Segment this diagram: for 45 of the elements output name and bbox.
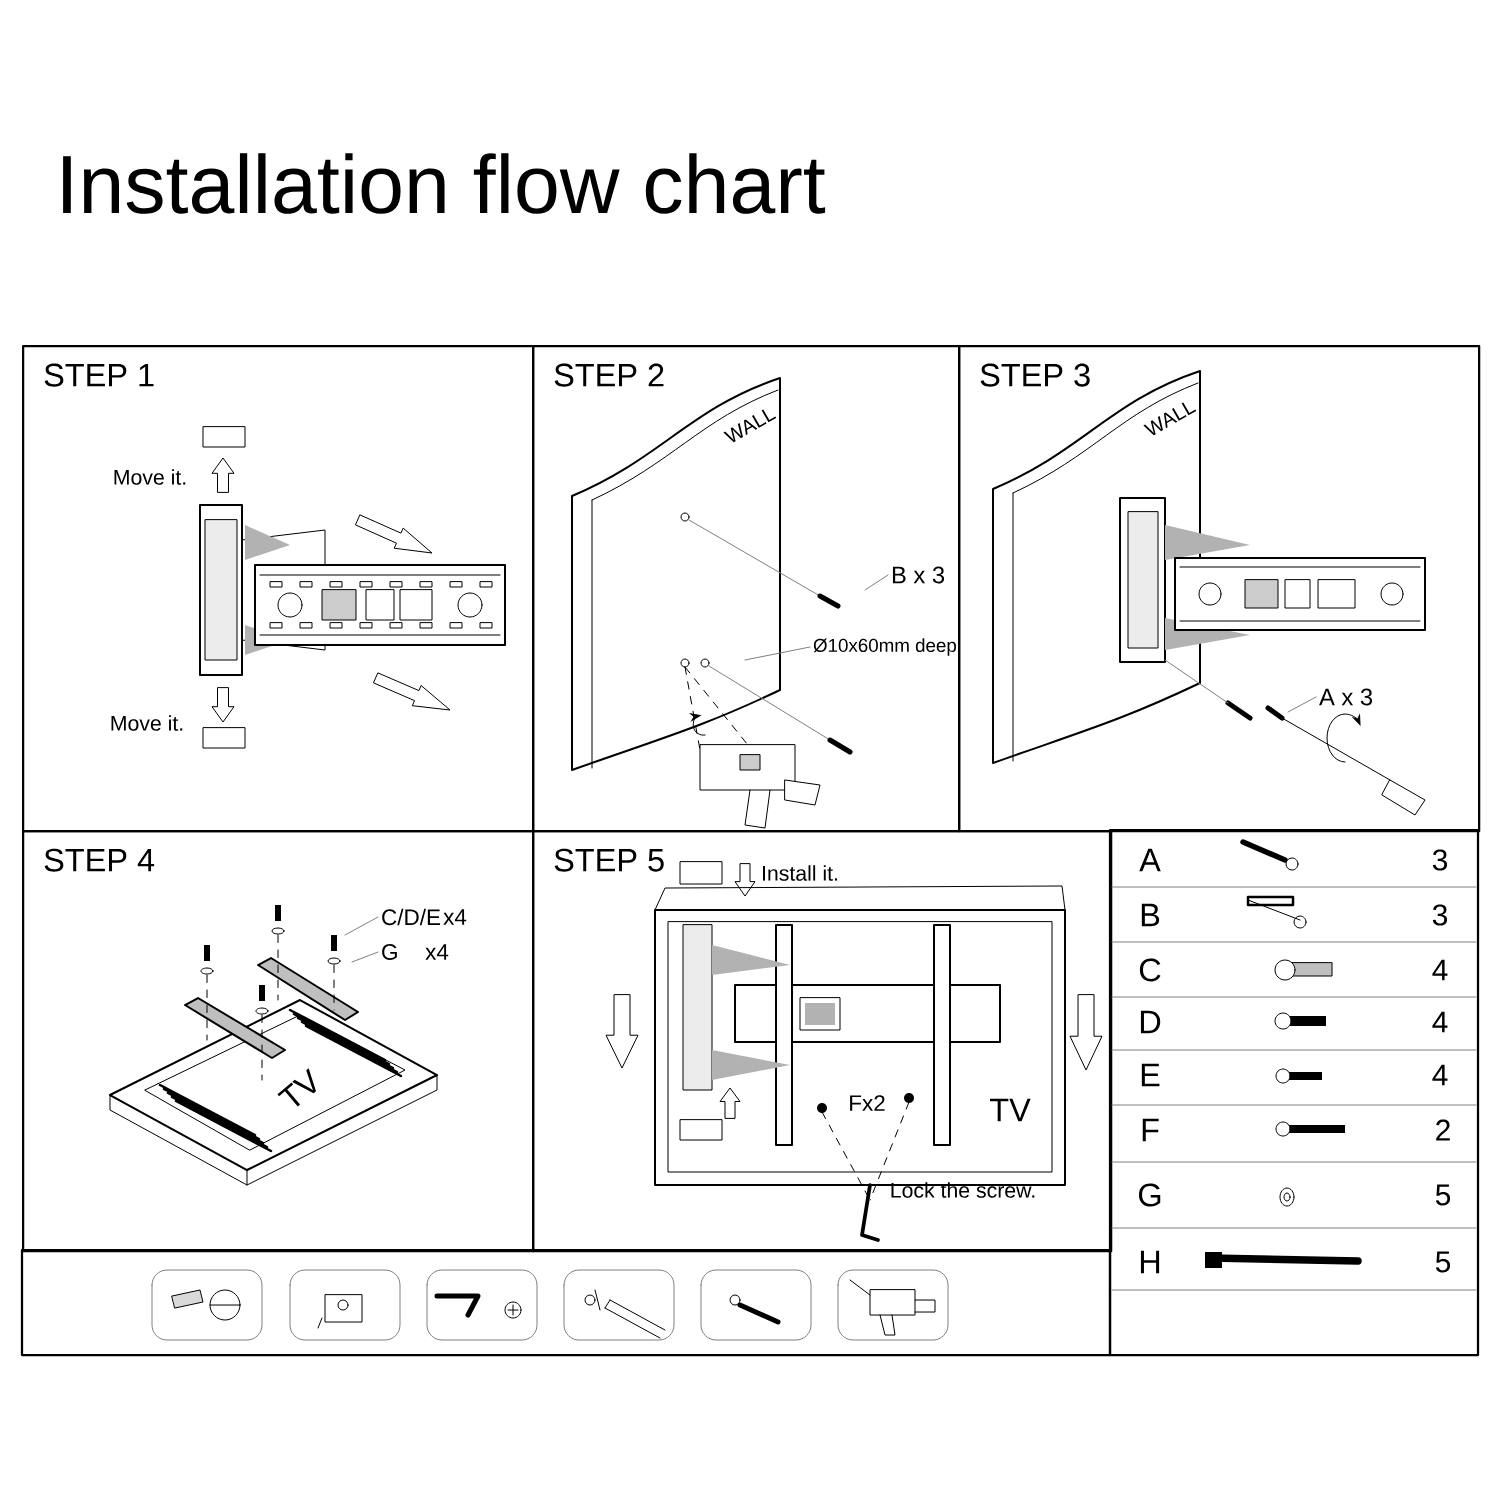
part-quantity: 5 [1435,1184,1451,1206]
leader-line [1287,696,1317,713]
leader-line [744,646,811,661]
tv-label: TV [990,1098,1031,1122]
step-panel [22,345,535,833]
step-heading: STEP 4 [44,848,155,872]
instruction-text: Lock the screw. [891,1182,1035,1198]
instruction-text: Move it. [114,469,186,485]
part-letter: E [1141,1063,1160,1087]
part-letter: H [1140,1250,1160,1274]
step-panel [532,345,961,833]
step-panel [958,345,1481,833]
part-quantity: 5 [1435,1251,1451,1273]
part-letter: D [1140,1010,1161,1034]
part-letter: F [1142,1118,1159,1142]
part-quantity: 4 [1432,1064,1448,1086]
step-panel [22,830,535,1253]
tv-label: TV [277,1068,316,1107]
wall-label: WALL [1143,402,1197,436]
callout-text: B x 3 [892,566,945,584]
step-heading: STEP 3 [980,363,1090,387]
callout-text: G [382,944,397,960]
callout-text: Ø10x60mm deep [813,638,957,656]
part-quantity: 3 [1432,904,1448,926]
step-heading: STEP 1 [44,363,154,387]
callout-text: C/D/E [382,908,441,926]
part-quantity: 2 [1436,1119,1450,1141]
quantity-text: Fx2 [850,1095,885,1111]
step-panel [532,830,1113,1253]
step-heading: STEP 5 [554,848,664,872]
quantity-text: x4 [425,944,449,960]
leader-line [864,574,889,591]
wall-label: WALL [723,409,777,443]
callout-text: A x 3 [1319,688,1373,706]
quantity-text: x4 [443,909,467,925]
instruction-text: Move it. [111,715,183,731]
title: Installation flow chart [63,153,826,214]
leader-line [344,916,379,936]
leader-line [351,951,379,963]
part-quantity: 3 [1432,849,1448,871]
part-quantity: 4 [1432,1011,1448,1033]
part-quantity: 4 [1432,959,1448,981]
instruction-text: Install it. [763,865,837,881]
part-letter: B [1141,903,1160,927]
step-heading: STEP 2 [554,363,664,387]
